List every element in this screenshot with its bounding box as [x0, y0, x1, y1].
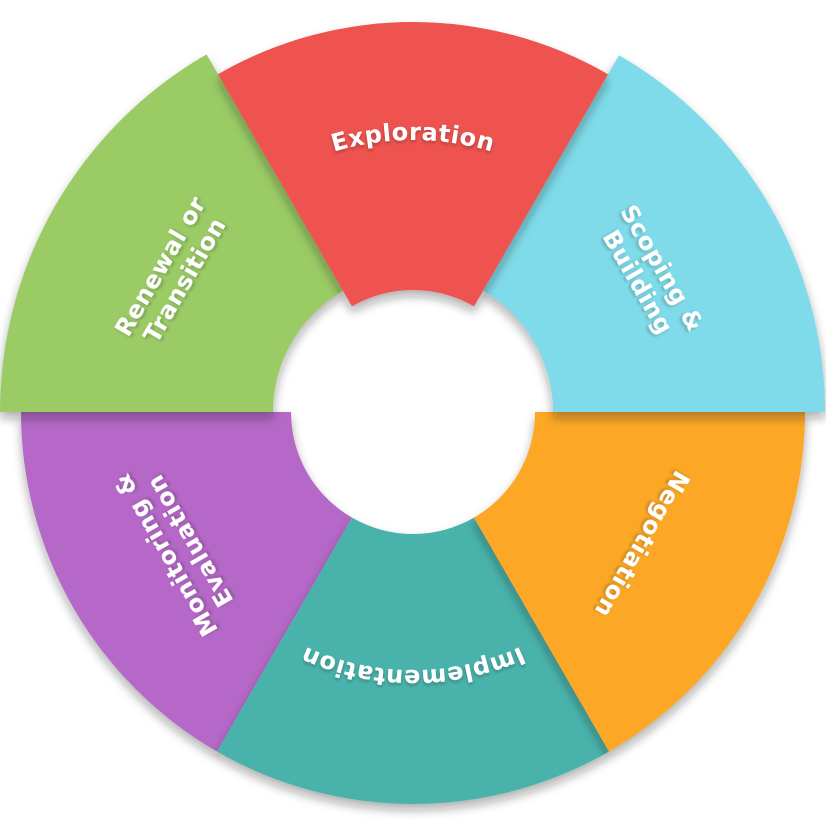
segment-negotiation — [474, 412, 805, 752]
segment-implementation — [217, 517, 609, 804]
segment-scoping-building — [483, 55, 825, 412]
segment-monitoring-evaluation — [21, 412, 352, 752]
segment-renewal-transition — [0, 54, 343, 412]
segment-exploration — [218, 21, 608, 307]
